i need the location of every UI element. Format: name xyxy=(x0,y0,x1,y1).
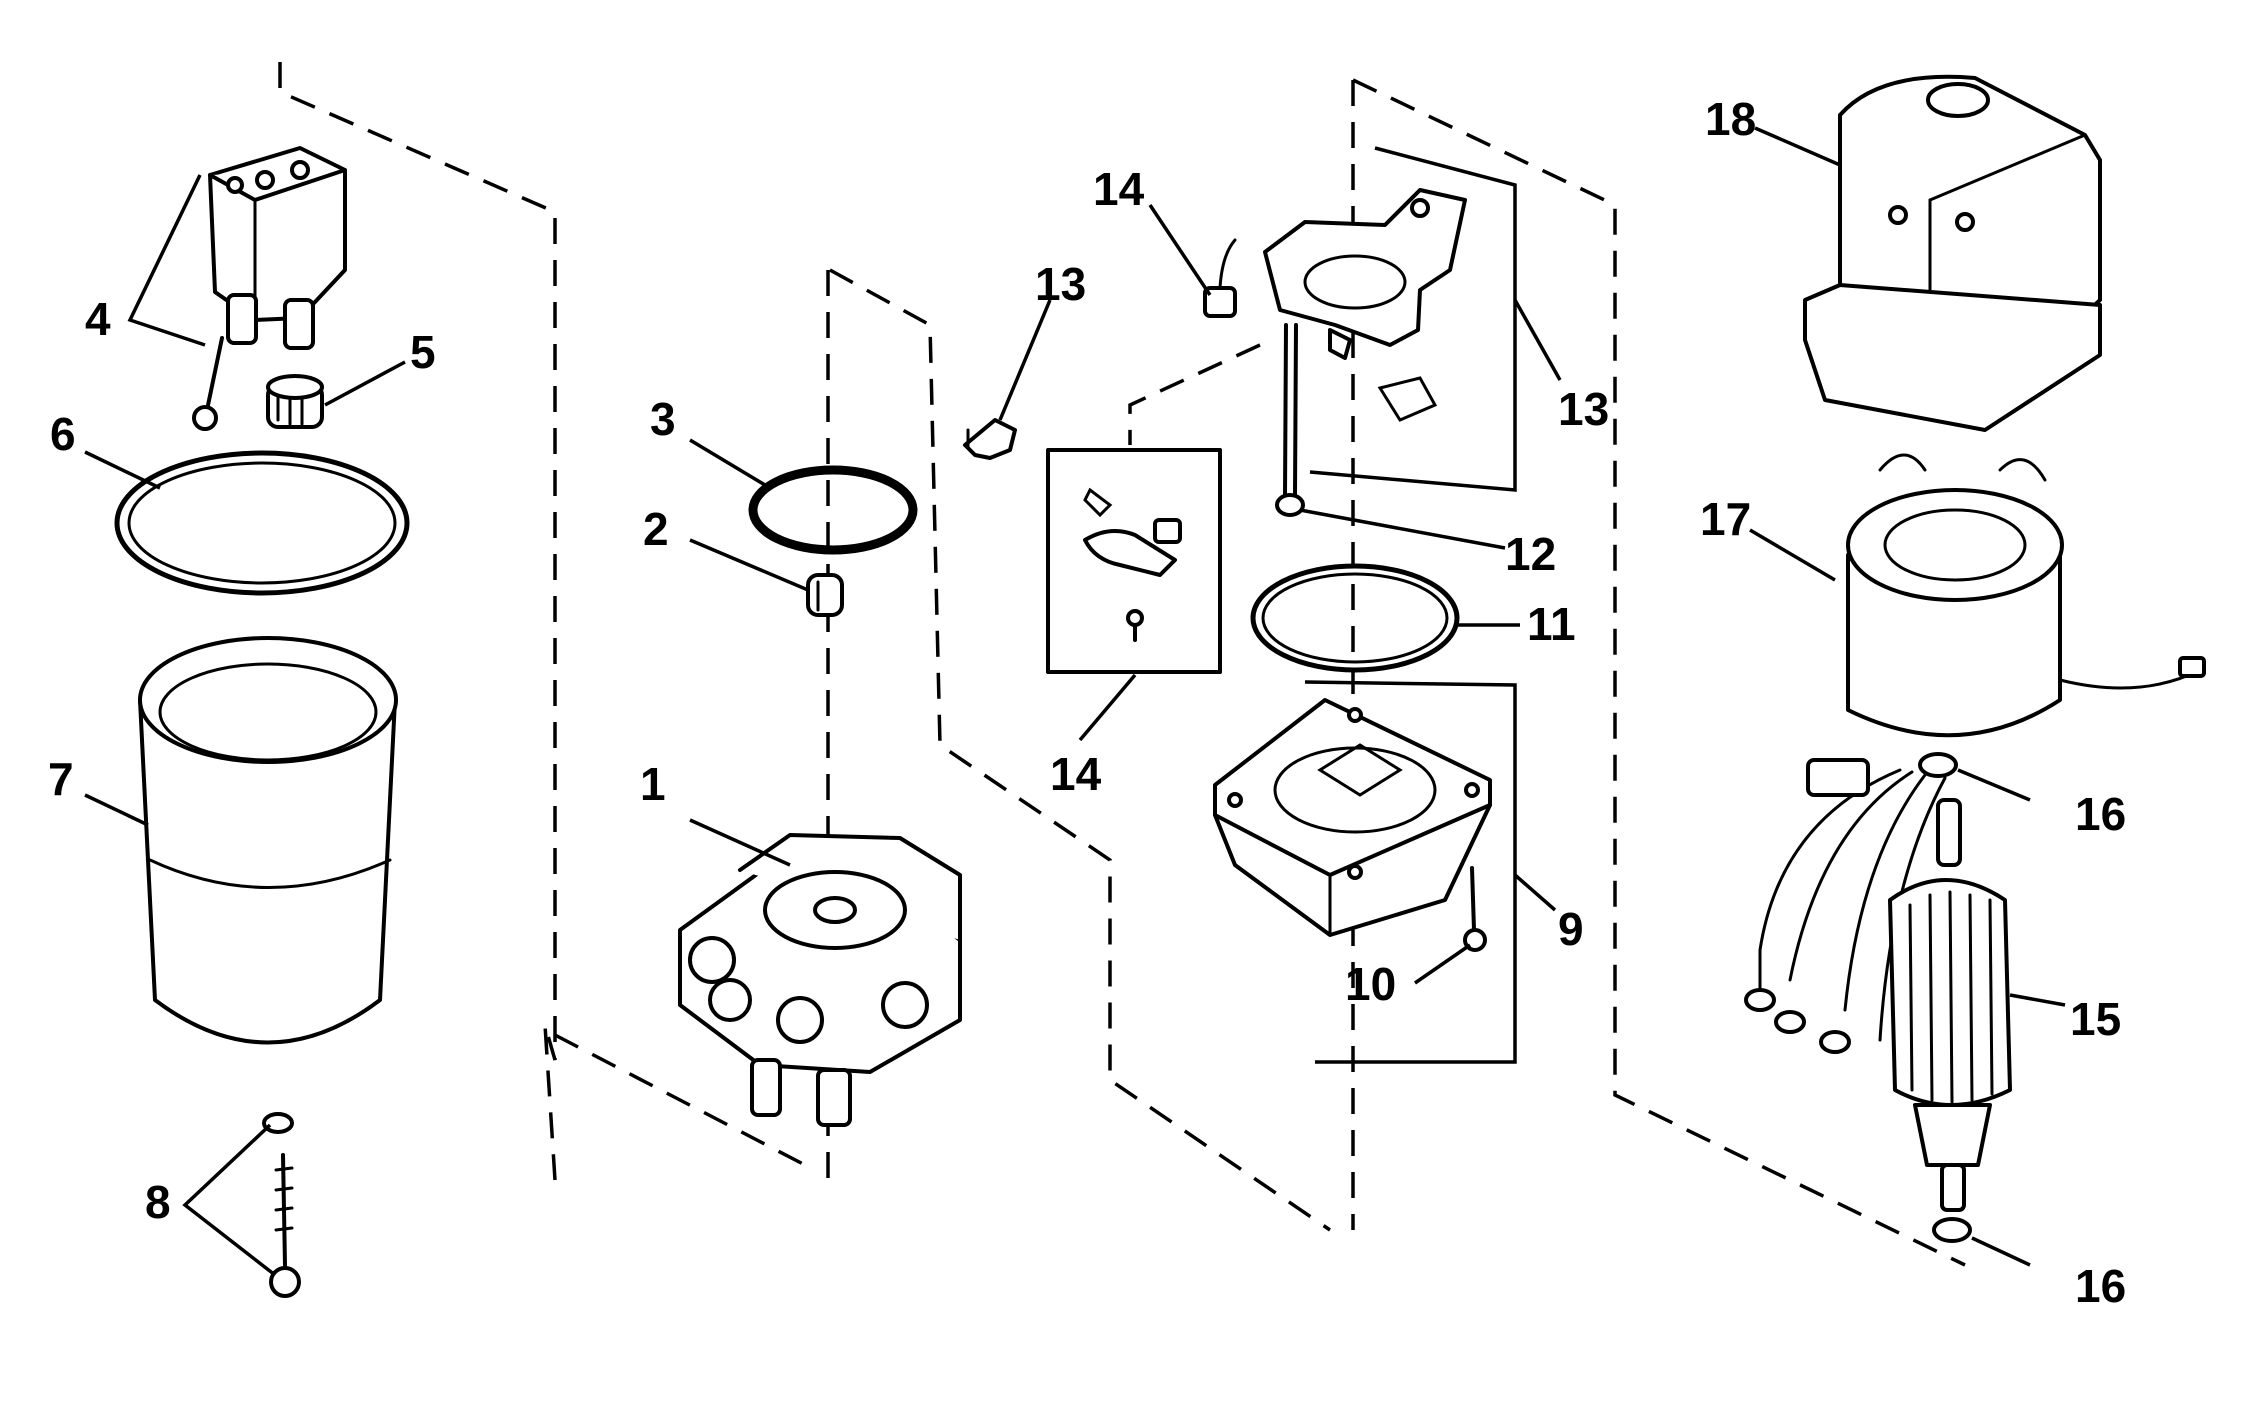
motor-o-ring xyxy=(1250,563,1460,673)
leader-9 xyxy=(1513,873,1557,912)
leader-1 xyxy=(689,818,791,867)
leader-15 xyxy=(2009,993,2066,1007)
callout-13-plate: 13 xyxy=(1558,383,1609,435)
bracket-9 xyxy=(1304,680,1517,1064)
brush xyxy=(1203,238,1237,318)
callout-17: 17 xyxy=(1700,493,1751,545)
callout-8: 8 xyxy=(145,1176,171,1228)
callout-14-brush: 14 xyxy=(1093,163,1145,215)
callout-12: 12 xyxy=(1505,528,1556,580)
pump-o-ring xyxy=(748,465,918,555)
long-screw xyxy=(1275,323,1305,517)
bracket-13 xyxy=(1309,146,1517,492)
callout-5: 5 xyxy=(410,326,436,378)
assembly-outline-reservoir xyxy=(278,62,557,1181)
manifold-screw xyxy=(192,336,224,431)
end-cap-screw xyxy=(1463,866,1487,952)
armature xyxy=(1888,798,2012,1212)
callout-13-clip: 13 xyxy=(1035,258,1086,310)
callout-9: 9 xyxy=(1558,903,1584,955)
leader-7 xyxy=(84,793,149,827)
brush-plate xyxy=(1263,188,1467,422)
field-frame xyxy=(1744,453,2206,1054)
leader-2 xyxy=(689,538,809,592)
assembly-outline-reservoir-bottom xyxy=(554,1033,806,1167)
coupler xyxy=(806,573,844,617)
callout-3: 3 xyxy=(650,393,676,445)
callout-14-inset: 14 xyxy=(1050,748,1102,800)
callout-16-upper: 16 xyxy=(2075,788,2126,840)
leader-5 xyxy=(324,360,406,407)
callout-15: 15 xyxy=(2070,993,2121,1045)
callout-6: 6 xyxy=(50,408,76,460)
end-cap xyxy=(1213,698,1492,937)
reservoir-o-ring xyxy=(114,450,410,596)
motor-cover xyxy=(1803,74,2102,432)
assembly-outline-brush-plate xyxy=(1128,343,1261,445)
callout-10: 10 xyxy=(1345,958,1396,1010)
leader-3 xyxy=(689,438,771,490)
callout-11: 11 xyxy=(1527,598,1576,650)
filter xyxy=(266,374,324,429)
leader-13b xyxy=(1513,299,1562,381)
callout-16-lower: 16 xyxy=(2075,1260,2126,1312)
thrust-washer-lower xyxy=(1932,1217,1972,1243)
reservoir xyxy=(138,636,398,1045)
callout-18: 18 xyxy=(1705,93,1756,145)
callout-4: 4 xyxy=(85,293,111,345)
leader-6 xyxy=(84,450,161,490)
leader-8 xyxy=(182,1123,277,1277)
pump-body xyxy=(678,833,962,1127)
callout-2: 2 xyxy=(643,503,669,555)
leader-10 xyxy=(1414,943,1471,985)
leader-14b xyxy=(1078,673,1137,742)
assembly-outline-motor-top xyxy=(1352,78,1966,1267)
leader-17 xyxy=(1749,528,1836,582)
leader-14a xyxy=(1148,204,1212,296)
manifold-block xyxy=(208,146,347,350)
leader-16a xyxy=(1957,768,2031,802)
brush-inset-box xyxy=(1046,448,1222,674)
leader-13a xyxy=(998,299,1052,421)
leader-18 xyxy=(1754,126,1841,167)
thrust-washer-upper xyxy=(1918,752,1958,778)
callout-7: 7 xyxy=(48,753,74,805)
leader-4 xyxy=(127,174,206,347)
callout-1: 1 xyxy=(640,758,666,810)
leader-12 xyxy=(1299,508,1506,550)
reservoir-screw xyxy=(262,1112,301,1298)
assembly-outline-pump-top xyxy=(829,268,1331,1232)
brush-clip xyxy=(963,418,1017,460)
leader-16b xyxy=(1971,1236,2031,1267)
